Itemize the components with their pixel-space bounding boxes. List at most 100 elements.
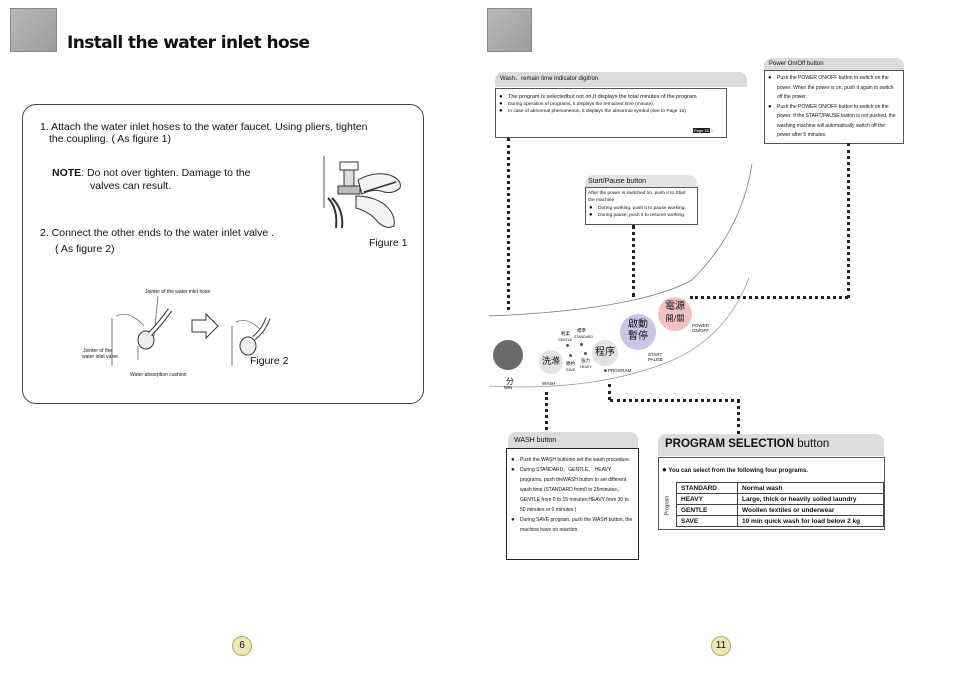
power-cjk-2: 開/關 bbox=[665, 314, 685, 323]
program-name: SAVE bbox=[676, 515, 738, 527]
step2-text: 2. Connect the other ends to the water i… bbox=[40, 227, 275, 239]
figure1-faucet-illustration bbox=[323, 156, 401, 229]
start-pause-header: Start/Pause button bbox=[585, 175, 697, 188]
wash-indicator-box: The program is selectedbut not on,It dis… bbox=[495, 88, 727, 138]
right-corner-square bbox=[487, 8, 532, 52]
start-en-1: START bbox=[648, 352, 663, 357]
min-label-en: MIN bbox=[504, 385, 513, 390]
program-indicator-knob[interactable] bbox=[493, 340, 523, 370]
page16-tag: Page 16 ☞ bbox=[693, 128, 715, 134]
table-row: GENTLE Woollen textiles or underwear bbox=[676, 504, 884, 516]
start-pause-box: After the power is switched on, push it … bbox=[585, 187, 698, 225]
connector-wash-indicator bbox=[507, 138, 510, 310]
start-en-2: PAUSE bbox=[648, 357, 663, 362]
program-name: GENTLE bbox=[676, 504, 738, 516]
page-number-right: 11 bbox=[711, 636, 731, 656]
program-selection-title: PROGRAM SELECTION button bbox=[665, 438, 829, 450]
page-number-left: 6 bbox=[232, 636, 252, 656]
save-cjk: 節約 bbox=[566, 362, 575, 367]
wash-button-item: During STANDARD、GENTLE、 HEAVY programs, … bbox=[511, 465, 633, 515]
fig2-hose-jointer-label: Jointer of the water inlet hose bbox=[145, 289, 211, 295]
note-text: : Do not over tighten. Damage to the bbox=[81, 167, 251, 179]
connector-program-h bbox=[610, 399, 740, 402]
fig2-valve-jointer-label1: Jointer of the bbox=[83, 348, 112, 354]
standard-en: STANDARD bbox=[574, 335, 593, 339]
wash-en-label: WASH bbox=[542, 381, 556, 386]
power-en-1: POWER bbox=[692, 323, 710, 328]
start-pause-title: Start/Pause button bbox=[588, 178, 646, 185]
instructions-panel bbox=[22, 104, 424, 404]
power-title: Power On/Off button bbox=[769, 61, 824, 67]
note: NOTE: Do not over tighten. Damage to the bbox=[52, 166, 250, 180]
program-selection-title-bold: PROGRAM SELECTION bbox=[665, 438, 795, 450]
program-name: STANDARD bbox=[676, 482, 738, 494]
start-pause-intro: After the power is switched on, push it … bbox=[588, 191, 686, 203]
led-gentle bbox=[566, 344, 569, 347]
power-header: Power On/Off button bbox=[764, 58, 904, 71]
program-desc: Large, thick or heavily soiled laundry bbox=[737, 493, 884, 505]
connector-wash-button bbox=[545, 392, 548, 436]
led-heavy bbox=[584, 352, 587, 355]
led-save bbox=[569, 354, 572, 357]
program-desc: Normal wash bbox=[737, 482, 884, 494]
connector-power-v bbox=[847, 143, 850, 298]
program-cjk-label: 程序 bbox=[595, 347, 615, 358]
program-table: STANDARD Normal wash HEAVY Large, thick … bbox=[676, 482, 884, 527]
wash-button-header: WASH button bbox=[508, 432, 638, 448]
wash-indicator-header: Wash、remain time indicator digitron bbox=[495, 72, 747, 87]
control-panel-outline bbox=[488, 163, 753, 388]
connector-program-v bbox=[737, 399, 740, 435]
wash-button-item: During SAVE program, push the WASH butto… bbox=[511, 515, 633, 535]
program-desc: Woollen textiles or underwear bbox=[737, 504, 884, 516]
figure2-label: Figure 2 bbox=[250, 355, 289, 367]
wash-indicator-item: The program is selectedbut not on,It dis… bbox=[499, 94, 704, 101]
wash-button-title: WASH button bbox=[514, 437, 557, 444]
table-row: HEAVY Large, thick or heavily soiled lau… bbox=[676, 493, 884, 505]
start-pause-item: During pause, push it to resume working. bbox=[589, 212, 695, 219]
step1-text-cont: the coupling. ( As figure 1) bbox=[49, 133, 171, 145]
connector-start-pause bbox=[632, 225, 635, 297]
power-panel-button[interactable]: 電源 開/關 bbox=[658, 297, 692, 331]
figure2-valve-illustration bbox=[111, 296, 271, 366]
table-row: SAVE 10 min quick wash for load below 2 … bbox=[676, 515, 884, 527]
table-row: STANDARD Normal wash bbox=[676, 482, 884, 494]
heavy-cjk: 強力 bbox=[581, 359, 590, 364]
power-cjk-1: 電源 bbox=[665, 301, 685, 312]
step1-text: 1. Attach the water inlet hoses to the w… bbox=[40, 121, 368, 133]
bullet-icon: ● bbox=[662, 465, 667, 474]
start-cjk-2: 暫停 bbox=[628, 331, 648, 342]
program-square-icon: ■ bbox=[604, 368, 607, 373]
note-label: NOTE bbox=[52, 167, 82, 179]
program-selection-title-rest: button bbox=[794, 438, 830, 450]
led-standard bbox=[580, 343, 583, 346]
note-text-cont: valves can result. bbox=[90, 180, 172, 192]
program-selection-intro: ● You can select from the following four… bbox=[662, 466, 808, 475]
pointing-hand-icon: ☞ bbox=[711, 128, 715, 133]
wash-indicator-item: In case of abnormal phenomenon, it displ… bbox=[499, 108, 704, 115]
program-en-label: ■ PROGRAM bbox=[604, 367, 631, 374]
program-desc: 10 min quick wash for load below 2 kg bbox=[737, 515, 884, 527]
figure1-label: Figure 1 bbox=[369, 237, 408, 249]
wash-button-box: Push the WASH buttonto set the wash proc… bbox=[506, 448, 639, 560]
program-selection-box: ● You can select from the following four… bbox=[658, 457, 885, 530]
step2-text-cont: ( As figure 2) bbox=[55, 243, 115, 255]
start-cjk-1: 啟動 bbox=[628, 319, 648, 330]
wash-panel-button[interactable]: 洗滌 bbox=[539, 350, 563, 374]
power-en-2: ON/OFF bbox=[692, 328, 709, 333]
save-en: SAVE bbox=[566, 368, 576, 372]
heavy-en: HEAVY bbox=[580, 365, 592, 369]
wash-indicator-item: During operation of programs, it display… bbox=[499, 101, 704, 108]
min-label-cjk: 分 bbox=[506, 377, 514, 386]
start-pause-item: During working, push it to pause working… bbox=[589, 205, 695, 212]
gentle-cjk: 輕柔 bbox=[561, 332, 570, 337]
fig2-valve-jointer-label2: water inlet valve bbox=[82, 354, 118, 360]
wash-indicator-title: Wash、remain time indicator digitron bbox=[500, 76, 599, 82]
fig2-cushion-label: Water absorption cushion bbox=[130, 372, 187, 378]
start-pause-panel-button[interactable]: 啟動 暫停 bbox=[620, 314, 656, 350]
left-corner-square bbox=[10, 8, 57, 52]
page-title: Install the water inlet hose bbox=[67, 33, 310, 53]
program-selection-header: PROGRAM SELECTION button bbox=[658, 434, 884, 456]
program-panel-button[interactable]: 程序 bbox=[592, 340, 618, 366]
wash-cjk-label: 洗滌 bbox=[541, 357, 560, 367]
gentle-en: GENTLE bbox=[558, 338, 573, 342]
